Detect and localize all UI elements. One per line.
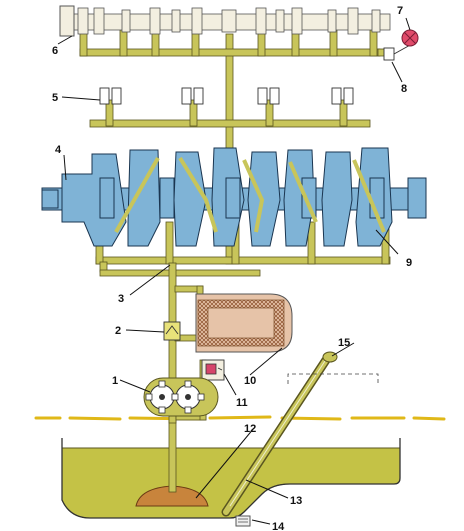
label-oil-filter: 10 [244,375,256,387]
oil-sump [34,415,446,527]
label-dipstick-handle: 15 [338,337,350,349]
warning-lamp [401,29,419,47]
drain-plug [235,515,251,527]
label-main-oil-line: 3 [118,293,124,305]
label-bypass-valve: 11 [236,397,248,409]
pump-gear-right [171,380,205,414]
label-dipstick: 13 [290,495,302,507]
label-crankshaft: 4 [55,144,62,156]
pressure-sensor [383,43,413,61]
label-oil-pump: 1 [112,375,118,387]
level-marks [287,373,379,384]
crank-oil-channels [114,156,386,233]
leader-lines [57,17,411,525]
relief-valve [163,321,181,341]
sump-wall [61,438,401,519]
label-oil-pickup: 12 [244,423,256,435]
oil-pump [143,377,219,417]
dipstick [221,351,338,517]
valve-lifters [99,87,354,105]
oil-level-line [34,415,446,421]
label-pressure-sensor: 8 [401,83,407,95]
dipstick-handle [322,351,338,363]
bypass-valve [201,359,225,381]
label-relief-valve: 2 [115,325,121,337]
oil-pickup [135,419,209,507]
label-drain-plug: 14 [272,521,285,531]
label-warning-lamp: 7 [397,5,403,17]
label-valve-lifters: 5 [52,92,58,104]
oil-filter [195,293,293,353]
camshaft [59,5,391,37]
label-camshaft: 6 [52,45,58,57]
label-crank-oil-channels: 9 [406,257,412,269]
